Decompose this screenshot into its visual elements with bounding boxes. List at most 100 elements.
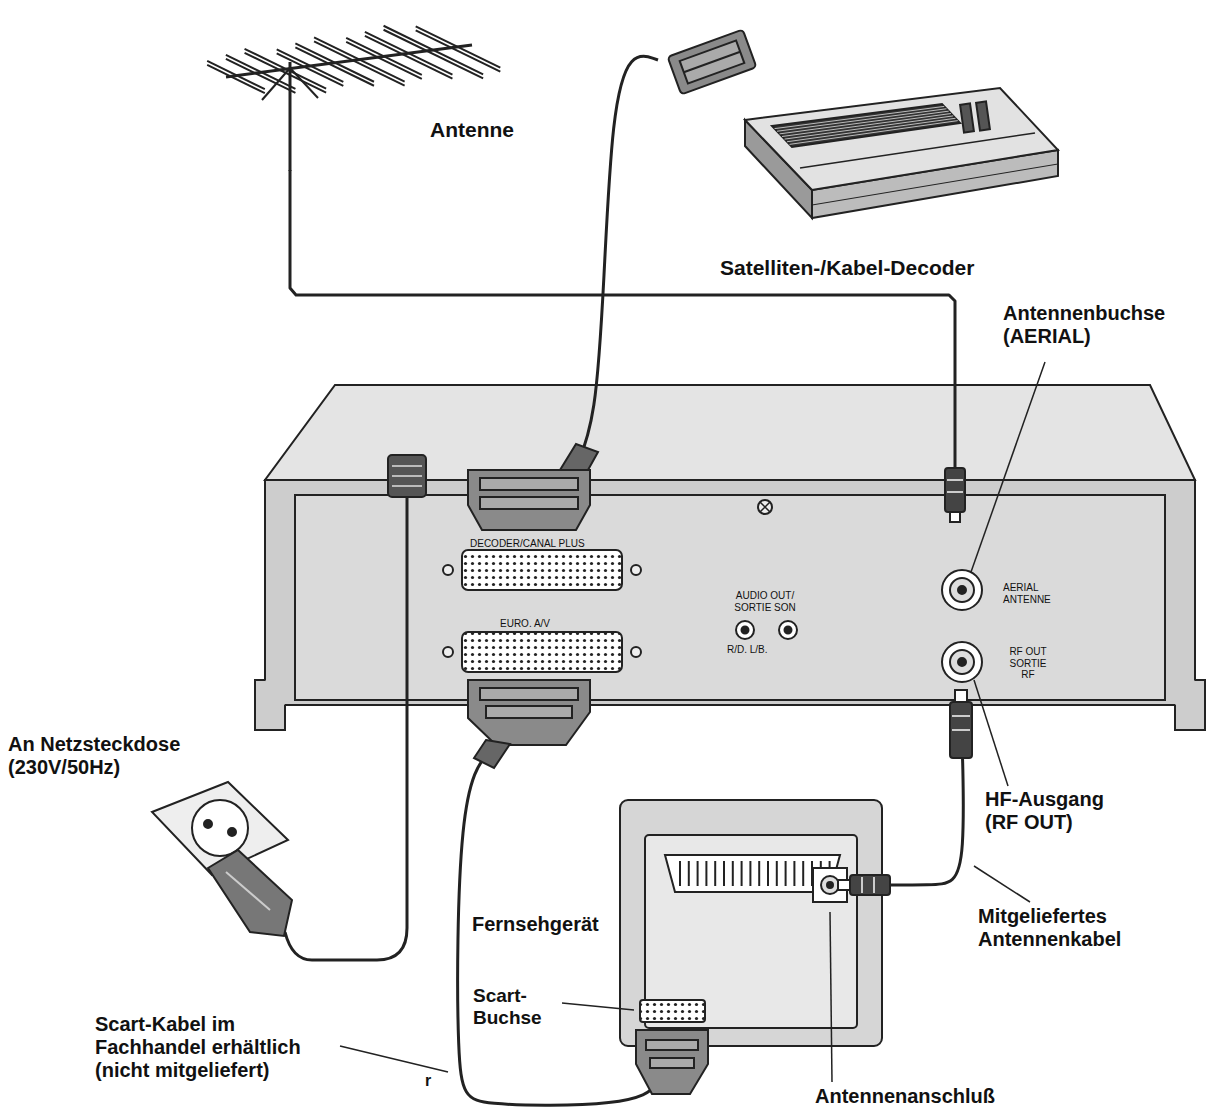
antenna-drawing <box>416 26 501 67</box>
device-label: Satelliten-/Kabel-Decoder <box>720 256 1050 280</box>
callout-label: Mitgeliefertes Antennenkabel <box>978 905 1173 951</box>
callout-label: Antennenanschluß <box>815 1085 1040 1108</box>
video-recorder-drawing <box>742 627 749 634</box>
decoder-drawing <box>772 104 960 147</box>
tv-aerial-plug <box>838 880 850 890</box>
television-drawing <box>793 861 795 886</box>
panel-label: AUDIO OUT/ SORTIE SON <box>720 590 810 613</box>
power-plug <box>208 850 292 936</box>
television-drawing <box>776 861 778 886</box>
television-drawing <box>688 861 690 886</box>
decoder-scart-plug <box>468 30 756 530</box>
tv-aerial-plug <box>861 877 863 893</box>
leader-lines <box>830 912 832 1082</box>
decoder-scart-plug <box>480 497 578 509</box>
decoder-scart-plug <box>560 444 598 470</box>
power-plug <box>392 485 422 487</box>
euro-scart-plug <box>480 688 578 700</box>
tv-aerial-plug <box>873 877 875 893</box>
tv-scart-plug <box>646 1040 698 1050</box>
panel-label: DECODER/CANAL PLUS <box>470 538 620 550</box>
decoder-drawing <box>812 164 1058 205</box>
television-drawing <box>749 861 751 886</box>
aerial-plug <box>947 479 963 481</box>
video-recorder-drawing <box>462 632 622 672</box>
television-drawing <box>705 861 707 886</box>
video-recorder-drawing <box>295 495 1165 700</box>
video-recorder-drawing <box>736 621 754 639</box>
euro-scart-plug <box>486 706 572 718</box>
decoder-drawing <box>775 106 958 144</box>
television-drawing <box>620 800 882 1046</box>
rf-plug <box>950 690 972 758</box>
power-plug <box>388 455 426 497</box>
callout-label: An Netzsteckdose (230V/50Hz) <box>8 733 208 779</box>
video-recorder-drawing <box>462 550 622 590</box>
antenna-drawing <box>207 61 265 89</box>
antenna-drawing <box>416 30 501 71</box>
leader-lines <box>340 1046 448 1072</box>
video-recorder-drawing <box>265 385 1195 480</box>
aerial-plug <box>945 468 965 522</box>
video-recorder-drawing <box>443 647 453 657</box>
antenna-drawing <box>384 26 484 75</box>
antenna-drawing <box>245 53 327 93</box>
video-recorder-drawing <box>958 586 966 594</box>
video-recorder-drawing <box>942 570 982 610</box>
video-recorder-drawing <box>958 658 966 666</box>
video-recorder-drawing <box>631 565 641 575</box>
antenna-drawing <box>207 26 500 171</box>
panel-label: AERIAL ANTENNE <box>1003 582 1073 605</box>
decoder-drawing <box>976 101 990 130</box>
television-drawing <box>802 861 804 886</box>
leader-lines <box>340 362 1045 1082</box>
antenna-node: Antenne <box>200 10 544 170</box>
antenna-drawing <box>289 62 292 171</box>
video-recorder-drawing <box>950 650 974 674</box>
tv-aerial-plug <box>850 875 890 895</box>
television-drawing <box>640 1000 705 1022</box>
leader-lines <box>974 866 1030 902</box>
power-plug <box>208 455 426 936</box>
video-recorder-drawing <box>443 565 453 575</box>
decoder-drawing <box>960 103 974 132</box>
decoder-node: Satelliten-/Kabel-Decoder <box>658 20 1060 292</box>
antenna-drawing <box>346 42 422 79</box>
panel-label: EURO. A/V <box>500 618 580 630</box>
cable-letter: r <box>425 1072 445 1090</box>
wall-socket-drawing <box>228 828 236 836</box>
video-recorder-node: DECODER/CANAL PLUS EURO. A/V AUDIO OUT/ SO… <box>265 470 1195 720</box>
television-drawing <box>741 861 743 886</box>
antenna-drawing <box>226 59 296 93</box>
cable <box>290 170 955 470</box>
aerial-plug <box>945 468 965 512</box>
television-drawing <box>680 861 830 886</box>
tv-scart-plug <box>636 1030 708 1094</box>
power-cable <box>285 495 407 960</box>
decoder-scart-plug <box>480 478 578 490</box>
television-drawing <box>714 861 716 886</box>
antenna-drawing <box>384 30 484 79</box>
panel-label: R/D. L/B. <box>727 644 797 656</box>
television-drawing <box>785 861 787 886</box>
decoder-scart-plug <box>468 470 590 530</box>
decoder-scart-plug <box>680 40 745 83</box>
video-recorder-drawing <box>758 500 772 514</box>
television-drawing <box>697 861 699 886</box>
television-drawing <box>821 876 839 894</box>
decoder-drawing <box>787 118 956 142</box>
power-plug <box>392 475 422 477</box>
power-cable <box>285 495 407 960</box>
euro-scart-plug <box>474 740 510 768</box>
leader-lines <box>971 362 1045 572</box>
aerial-plug <box>950 512 960 522</box>
video-recorder-drawing <box>1175 680 1205 730</box>
decoder-scart-plug <box>684 52 740 73</box>
callout-label: Antennenbuchse (AERIAL) <box>1003 302 1208 348</box>
rf-plug <box>955 690 967 702</box>
rf-plug <box>950 702 972 758</box>
leader-lines <box>562 1003 634 1010</box>
